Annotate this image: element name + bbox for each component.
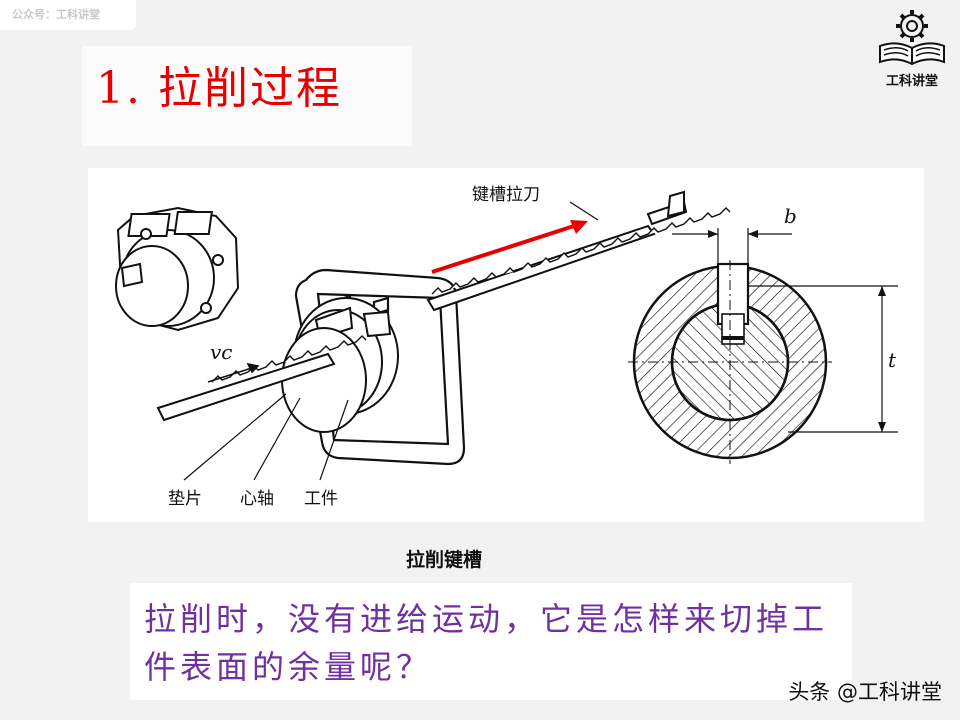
keyway-cross-section (628, 228, 898, 464)
page-title: 1. 拉削过程 (96, 63, 342, 114)
label-speed: vc (210, 340, 233, 364)
logo-text: 工科讲堂 (885, 74, 938, 89)
broach-shank (156, 352, 336, 422)
workpiece-assembly (281, 297, 399, 433)
finished-part (115, 206, 240, 332)
keyway-broach (426, 190, 688, 312)
label-shim: 垫片 (168, 489, 202, 509)
logo: 工科讲堂 (868, 4, 956, 90)
broach-teeth-upper (431, 207, 731, 295)
broaching-figure: 键槽拉刀 vc 垫片 心轴 工件 b t (88, 168, 924, 522)
broaching-illustration (115, 190, 898, 481)
figure-caption: 拉削键槽 (405, 549, 482, 571)
gear-book-icon (879, 10, 945, 66)
label-depth-t: t (888, 348, 897, 372)
question-box: 拉削时，没有进给运动，它是怎样来切掉工件表面的余量呢？ (130, 583, 852, 700)
label-leaders (183, 201, 599, 481)
label-width-b: b (784, 204, 797, 228)
title-box (82, 46, 412, 146)
watermark-bottom: 头条 @工科讲堂 (788, 680, 942, 704)
red-motion-arrow (431, 220, 588, 274)
speed-arrow (207, 362, 260, 383)
label-mandrel: 心轴 (240, 489, 274, 509)
label-broach: 键槽拉刀 (472, 185, 540, 205)
label-workpiece: 工件 (304, 489, 338, 509)
watermark-top: 公众号：工科讲堂 (0, 0, 136, 30)
question-text: 拉削时，没有进给运动，它是怎样来切掉工件表面的余量呢？ (144, 600, 829, 686)
